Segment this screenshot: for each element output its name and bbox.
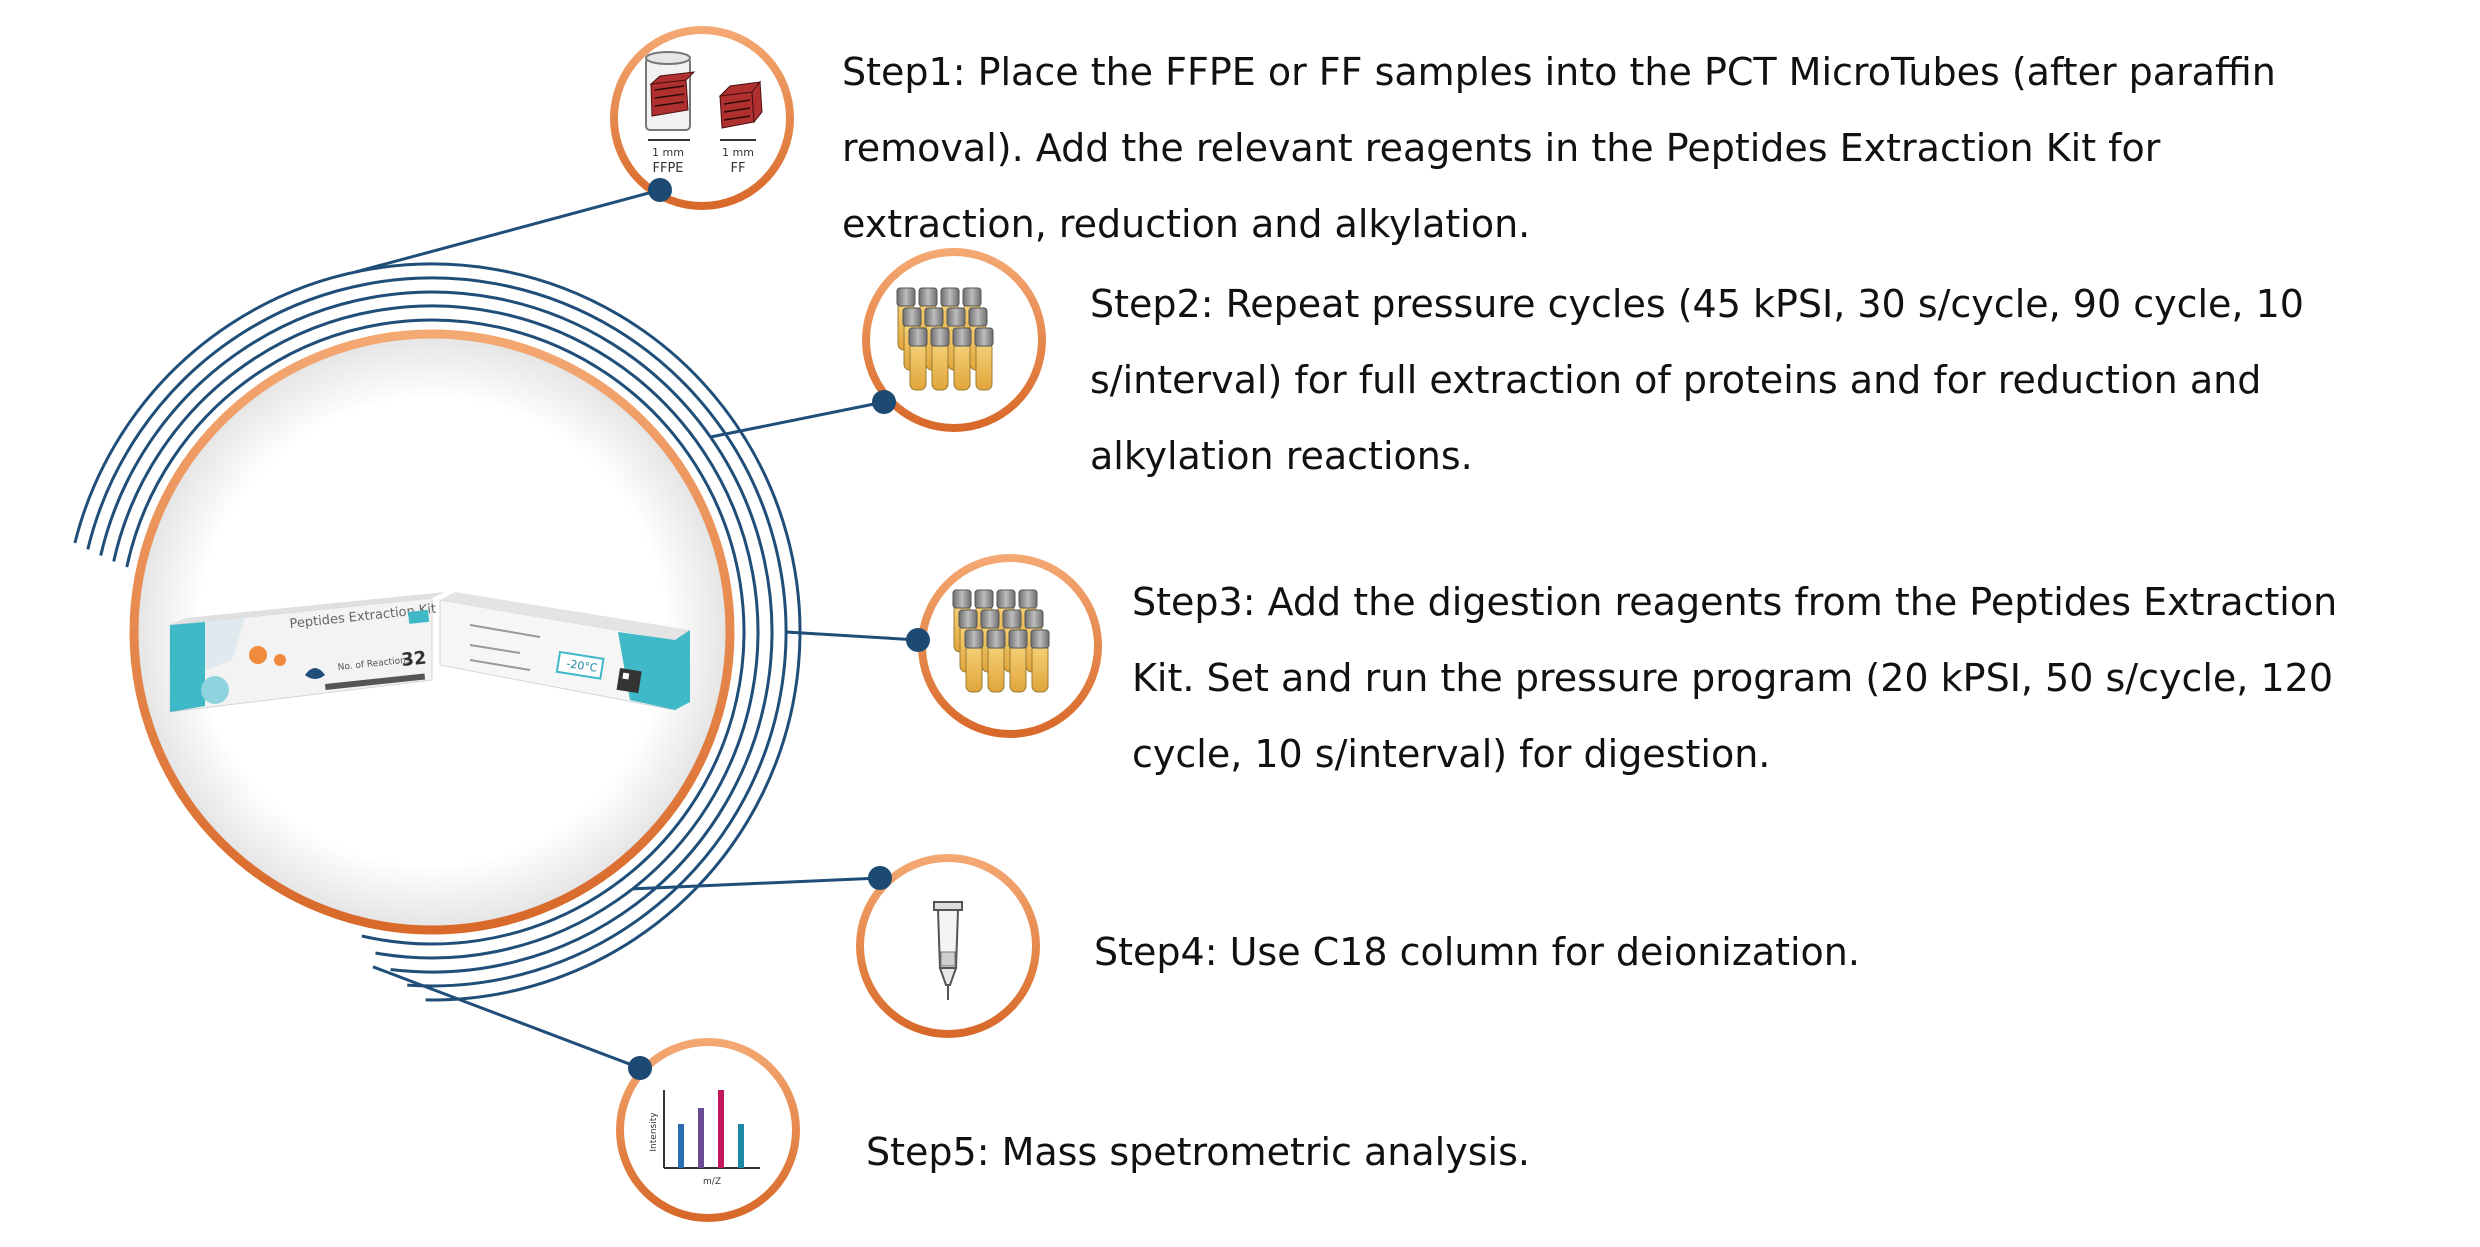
microtube-cap (996, 589, 1016, 609)
microtube-cap (1030, 629, 1050, 649)
connector-dot (868, 866, 892, 890)
microtube-cap (930, 327, 950, 347)
microtube-cap (968, 307, 988, 327)
microtube (987, 643, 1005, 693)
microtube-cap (974, 327, 994, 347)
microtube (965, 643, 983, 693)
step2-line3: alkylation reactions. (1090, 434, 1473, 478)
step3-text: Step3: Add the digestion reagents from t… (1132, 564, 2452, 792)
step1-line2: removal). Add the relevant reagents in t… (842, 126, 2161, 170)
microtube-cap (974, 589, 994, 609)
digestion-tubes-icon (952, 589, 1050, 693)
microtube (1009, 643, 1027, 693)
step1-text: Step1: Place the FFPE or FF samples into… (842, 34, 2442, 262)
microtube-cap (946, 307, 966, 327)
y-axis-label: Intensity (649, 1112, 659, 1152)
connector-line (710, 400, 885, 439)
microtube-cap (980, 609, 1000, 629)
microtube (909, 341, 927, 391)
step5-circle (616, 1038, 800, 1222)
ffpe-name-label: FFPE (652, 161, 683, 176)
microtube-cap (918, 287, 938, 307)
microtube-cap (1002, 609, 1022, 629)
connector-dot (628, 1056, 652, 1080)
step5-circle-fill (620, 1042, 796, 1218)
kit-box-front: Peptides Extraction Kit No. of Reactions… (169, 592, 445, 713)
step2-line2: s/interval) for full extraction of prote… (1090, 358, 2262, 402)
step3-line1: Step3: Add the digestion reagents from t… (1132, 580, 2338, 624)
navy-arc (112, 304, 760, 960)
step2-circle (862, 248, 1046, 432)
microtube-cap (952, 327, 972, 347)
x-axis-label: m/Z (703, 1177, 721, 1187)
step1-line1: Step1: Place the FFPE or FF samples into… (842, 50, 2276, 94)
mass-spectrum-icon: Intensity m/Z (649, 1090, 760, 1187)
microtube-cap (896, 287, 916, 307)
spectrum-bar (718, 1090, 724, 1168)
ff-size-label: 1 mm (722, 146, 754, 159)
connector-lines (355, 188, 919, 1070)
step3-line2: Kit. Set and run the pressure program (2… (1132, 656, 2333, 700)
microtube-cap (924, 307, 944, 327)
spectrum-bar (698, 1108, 704, 1168)
microtube-cap (952, 589, 972, 609)
spectrum-bar (678, 1124, 684, 1168)
kit-box-back: -20°C (439, 592, 690, 711)
microtube (1031, 643, 1049, 693)
microtube-rack-icon (896, 287, 994, 391)
microtube-cap (986, 629, 1006, 649)
connector-dot (906, 628, 930, 652)
step2-text: Step2: Repeat pressure cycles (45 kPSI, … (1090, 266, 2440, 494)
navy-arc (99, 290, 774, 974)
navy-arc (125, 318, 746, 946)
connector-line (372, 965, 641, 1070)
microtube-cap (958, 609, 978, 629)
microtube-cap (1024, 609, 1044, 629)
step1-circle (610, 26, 794, 210)
ff-name-label: FF (731, 161, 746, 176)
step1-line3: extraction, reduction and alkylation. (842, 202, 1531, 246)
step4-text: Step4: Use C18 column for deionization. (1094, 914, 2394, 990)
ffpe-size-label: 1 mm (652, 146, 684, 159)
product-circle-ring (129, 329, 735, 935)
c18-column-icon (933, 901, 963, 1000)
connector-line (785, 630, 919, 642)
navy-arc (73, 262, 802, 1002)
microtube-cap (902, 307, 922, 327)
connector-line (355, 188, 661, 274)
step5-text: Step5: Mass spetrometric analysis. (866, 1114, 2166, 1190)
microtube (953, 341, 971, 391)
microtube-cap (1018, 589, 1038, 609)
microtube-cap (964, 629, 984, 649)
kit-reactions-value: 32 (400, 647, 427, 671)
step5-line1: Step5: Mass spetrometric analysis. (866, 1130, 1530, 1174)
navy-arc-group (73, 262, 802, 1002)
microtube-cap (940, 287, 960, 307)
spectrum-bar (738, 1124, 744, 1168)
microtube-cap (1008, 629, 1028, 649)
tissue-samples-icon: 1 mm FFPE 1 mm FF (645, 51, 763, 176)
microtube-cap (962, 287, 982, 307)
navy-arc (86, 276, 788, 988)
microtube (931, 341, 949, 391)
connector-dot (872, 390, 896, 414)
step3-line3: cycle, 10 s/interval) for digestion. (1132, 732, 1771, 776)
connector-line (632, 876, 881, 891)
microtube-cap (908, 327, 928, 347)
kit-temperature: -20°C (566, 657, 599, 675)
step4-line1: Step4: Use C18 column for deionization. (1094, 930, 1860, 974)
step2-line1: Step2: Repeat pressure cycles (45 kPSI, … (1090, 282, 2304, 326)
step4-circle (856, 854, 1040, 1038)
connector-dot (648, 178, 672, 202)
microtube (975, 341, 993, 391)
